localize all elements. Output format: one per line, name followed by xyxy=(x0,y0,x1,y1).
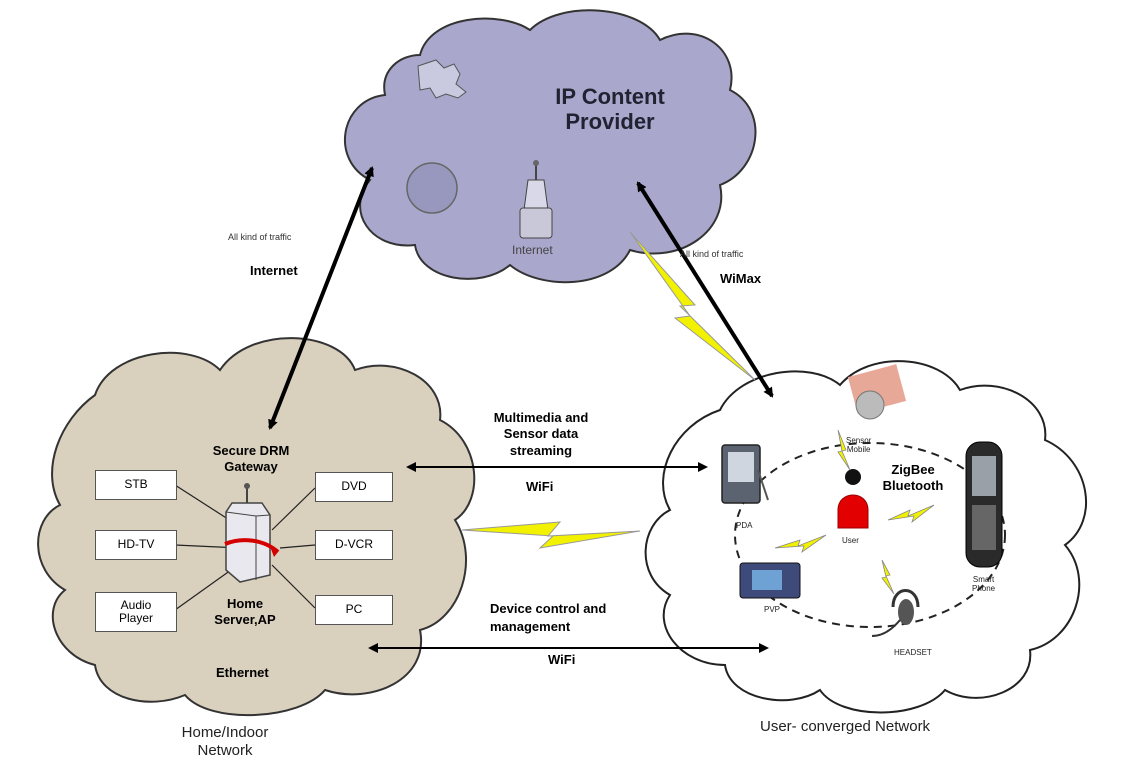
pvp-label: PVP xyxy=(764,605,781,614)
home-network-caption: Home/Indoor Network xyxy=(181,724,269,759)
ip-provider-title: IP Content Provider xyxy=(555,84,665,135)
wireless-link-wifi xyxy=(461,521,641,549)
pda-icon xyxy=(721,444,769,504)
zigbee-bluetooth-label: ZigBee Bluetooth xyxy=(882,462,944,493)
device-box-audio-player: Audio Player xyxy=(95,592,177,632)
device-box-stb: STB xyxy=(95,470,177,500)
sensor-mobile-icon xyxy=(847,364,907,420)
home-links xyxy=(174,484,316,611)
streaming-label: Multimedia and Sensor data streaming xyxy=(493,410,589,458)
right-traffic-note: All kind of traffic xyxy=(680,249,744,259)
secure-drm-gateway-label: Secure DRM Gateway xyxy=(212,443,290,475)
smart-phone-label: Smart Phone xyxy=(972,575,996,594)
headset-icon xyxy=(871,589,920,637)
device-box-dvcr: D-VCR xyxy=(315,530,393,560)
device-box-pc: PC xyxy=(315,595,393,625)
user-icon xyxy=(837,469,869,529)
right-link-wimax: WiMax xyxy=(720,271,762,286)
smart-phone-icon xyxy=(965,441,1003,568)
content-server-icon xyxy=(406,162,458,214)
user-network-caption: User- converged Network xyxy=(760,718,931,735)
arrow-wimax xyxy=(636,181,774,398)
user-label: User xyxy=(842,536,859,545)
left-traffic-note: All kind of traffic xyxy=(228,232,292,242)
piconet-ring xyxy=(734,442,1006,628)
ethernet-label: Ethernet xyxy=(216,665,269,680)
streaming-wifi-label: WiFi xyxy=(526,479,554,494)
control-wifi-label: WiFi xyxy=(548,652,576,667)
left-link-internet: Internet xyxy=(250,263,298,278)
arrow-internet xyxy=(268,166,374,430)
device-box-dvd: DVD xyxy=(315,472,393,502)
sensor-mobile-label: Sensor Mobile xyxy=(846,436,872,455)
pvp-icon xyxy=(739,562,801,599)
cloud-ip-provider xyxy=(344,9,757,284)
bluetooth-links xyxy=(774,429,935,595)
home-server-label: Home Server,AP xyxy=(214,596,276,628)
headset-label: HEADSET xyxy=(894,648,932,657)
puzzle-icon xyxy=(417,59,467,99)
device-box-hdtv: HD-TV xyxy=(95,530,177,560)
internet-cloud-label: Internet xyxy=(512,243,553,257)
router-icon xyxy=(519,160,553,239)
home-server-icon xyxy=(224,483,280,583)
pda-label: PDA xyxy=(736,521,753,530)
device-control-label: Device control and management xyxy=(490,601,607,634)
